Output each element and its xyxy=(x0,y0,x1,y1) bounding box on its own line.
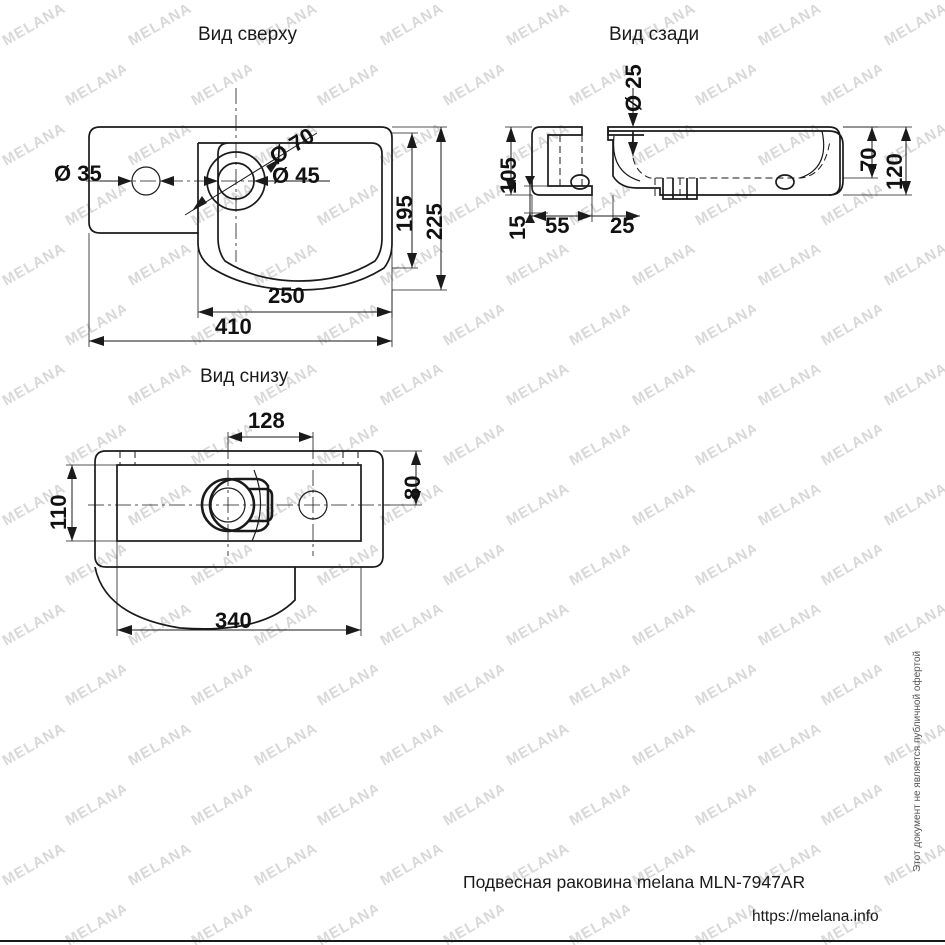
dim-top-width-total: 410 xyxy=(215,314,252,339)
dim-top-depth-total: 225 xyxy=(422,203,447,240)
dim-rear-offset-25: 25 xyxy=(610,213,635,238)
dim-rear-offset-55: 55 xyxy=(545,213,570,238)
dim-bottom-depth-offset: 80 xyxy=(400,475,425,500)
dim-rear-height-total: 120 xyxy=(882,153,907,190)
dim-top-width-bowl: 250 xyxy=(268,283,305,308)
product-url[interactable]: https://melana.info xyxy=(752,908,879,925)
dim-top-drain-inner: Ø 45 xyxy=(272,163,320,188)
dim-rear-height-inner: 70 xyxy=(856,147,881,172)
dim-rear-height-lip: 15 xyxy=(505,215,530,240)
top-view-title: Вид сверху xyxy=(198,24,297,45)
dim-top-depth-inner: 195 xyxy=(392,195,417,232)
offer-disclaimer: Этот документ не является публичной офер… xyxy=(912,650,923,872)
dim-bottom-width-plate: 340 xyxy=(215,608,252,633)
product-title: Подвесная раковина melana MLN-7947AR xyxy=(463,872,806,892)
dim-bottom-hole-spacing: 128 xyxy=(248,408,285,433)
dim-bottom-depth-plate: 110 xyxy=(46,494,71,531)
rear-view-title: Вид сзади xyxy=(609,24,700,45)
dim-rear-outlet: Ø 25 xyxy=(621,64,646,112)
dim-top-hole-left: Ø 35 xyxy=(54,161,102,186)
dim-rear-height-bracket: 105 xyxy=(496,157,521,194)
bottom-view-title: Вид снизу xyxy=(200,366,289,387)
